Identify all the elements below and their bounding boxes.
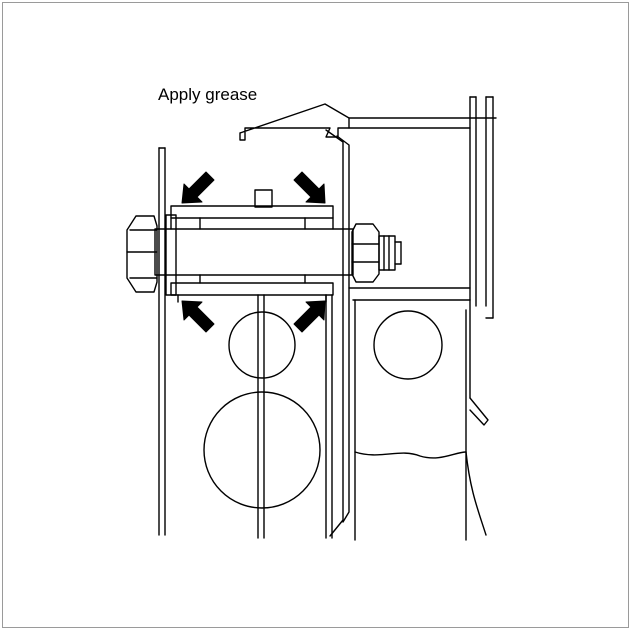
nut [351, 223, 402, 283]
left-outer-plate [158, 147, 166, 536]
arrow-top-right-icon [293, 171, 326, 204]
arrow-bottom-right-icon [293, 300, 326, 333]
rollers [203, 310, 443, 509]
link-plates [257, 294, 333, 539]
bolt-head [126, 215, 158, 293]
pivot-bolt [154, 217, 354, 284]
apply-grease-label: Apply grease [158, 85, 258, 104]
grease-arrows [181, 171, 326, 333]
arrow-top-left-icon [181, 171, 215, 204]
upper-bracket [239, 103, 350, 537]
arrow-bottom-left-icon [181, 300, 215, 333]
lower-bushing [170, 282, 334, 303]
upper-bushing [165, 189, 334, 296]
right-frame [348, 96, 497, 541]
